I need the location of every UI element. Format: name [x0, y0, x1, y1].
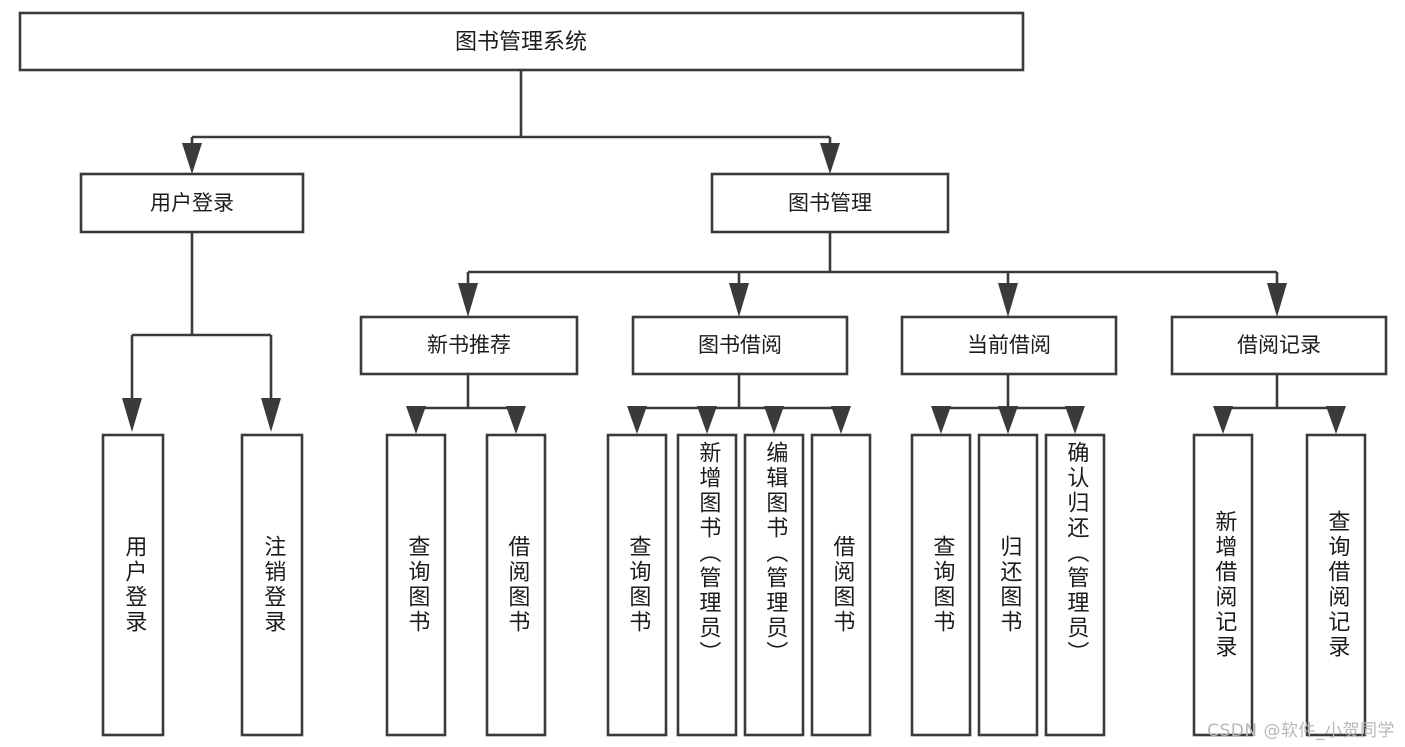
node-new-book-recommend[interactable]: 新书推荐 — [359, 315, 579, 376]
leaf-return-book-box[interactable] — [977, 433, 1039, 737]
node-book-manage-label: 图书管理 — [788, 191, 872, 215]
node-current-borrow-box[interactable] — [900, 315, 1118, 376]
node-current-borrow-label: 当前借阅 — [967, 333, 1051, 357]
node-book-manage-box[interactable] — [710, 172, 950, 234]
leaf-query-book-3-box[interactable] — [910, 433, 972, 737]
leaf-add-record-box[interactable] — [1192, 433, 1254, 737]
node-borrow-record-box[interactable] — [1170, 315, 1388, 376]
node-book-borrow-label: 图书借阅 — [698, 333, 782, 357]
node-borrow-record[interactable]: 借阅记录 — [1170, 315, 1388, 376]
arrow-head-leaf-query-record — [1326, 406, 1346, 434]
leaf-confirm-return-box[interactable] — [1044, 433, 1106, 737]
arrow-head-book-manage — [820, 143, 840, 174]
arrow-head-leaf-user-login — [122, 398, 142, 432]
arrow-head-leaf-add-book — [697, 406, 717, 434]
node-user-login-box[interactable] — [79, 172, 305, 234]
arrow-head-leaf-query-book-3 — [931, 406, 951, 434]
connector-book-manage-to-level3 — [458, 232, 1287, 317]
connector-current-borrow-to-leaves — [931, 374, 1085, 434]
node-book-borrow[interactable]: 图书借阅 — [631, 315, 849, 376]
node-new-book-recommend-box[interactable] — [359, 315, 579, 376]
leaf-logout-box[interactable] — [240, 433, 304, 737]
leaf-boxes — [101, 433, 1367, 737]
connector-book-borrow-to-leaves — [627, 374, 851, 434]
leaf-add-book-box[interactable] — [676, 433, 738, 737]
arrow-head-new-book — [458, 283, 478, 317]
arrow-head-current-borrow — [998, 283, 1018, 317]
leaf-edit-book-box[interactable] — [743, 433, 805, 737]
leaf-borrow-book-1-box[interactable] — [485, 433, 547, 737]
arrow-head-book-borrow — [729, 283, 749, 317]
arrow-head-leaf-edit-book — [764, 406, 784, 434]
connector-borrow-record-to-leaves — [1213, 374, 1346, 434]
node-root-label: 图书管理系统 — [455, 30, 587, 55]
arrow-head-borrow-record — [1267, 283, 1287, 317]
connector-new-book-to-leaves — [406, 374, 526, 434]
node-root[interactable]: 图书管理系统 — [18, 11, 1025, 72]
leaf-borrow-book-2-box[interactable] — [810, 433, 872, 737]
node-user-login[interactable]: 用户登录 — [79, 172, 305, 234]
arrow-head-leaf-add-record — [1213, 406, 1233, 434]
connector-user-login-to-leaves — [122, 232, 281, 432]
arrow-head-leaf-confirm-return — [1065, 406, 1085, 434]
watermark-text: CSDN @软件_小贺同学 — [1207, 721, 1395, 741]
node-new-book-recommend-label: 新书推荐 — [427, 333, 511, 357]
arrow-head-leaf-query-book-1 — [406, 406, 426, 434]
node-book-borrow-box[interactable] — [631, 315, 849, 376]
node-current-borrow[interactable]: 当前借阅 — [900, 315, 1118, 376]
connector-root-to-level2 — [182, 70, 840, 174]
arrow-head-leaf-query-book-2 — [627, 406, 647, 434]
arrow-head-user-login — [182, 143, 202, 174]
node-borrow-record-label: 借阅记录 — [1237, 333, 1321, 357]
arrow-head-leaf-borrow-book-2 — [831, 406, 851, 434]
node-book-manage[interactable]: 图书管理 — [710, 172, 950, 234]
leaf-user-login-box[interactable] — [101, 433, 165, 737]
arrow-head-leaf-logout — [261, 398, 281, 432]
leaf-query-book-2-box[interactable] — [606, 433, 668, 737]
arrow-head-leaf-return-book — [998, 406, 1018, 434]
arrow-head-leaf-borrow-book-1 — [506, 406, 526, 434]
leaf-query-record-box[interactable] — [1305, 433, 1367, 737]
leaf-query-book-1-box[interactable] — [385, 433, 447, 737]
node-root-box[interactable] — [18, 11, 1025, 72]
node-user-login-label: 用户登录 — [150, 191, 234, 215]
